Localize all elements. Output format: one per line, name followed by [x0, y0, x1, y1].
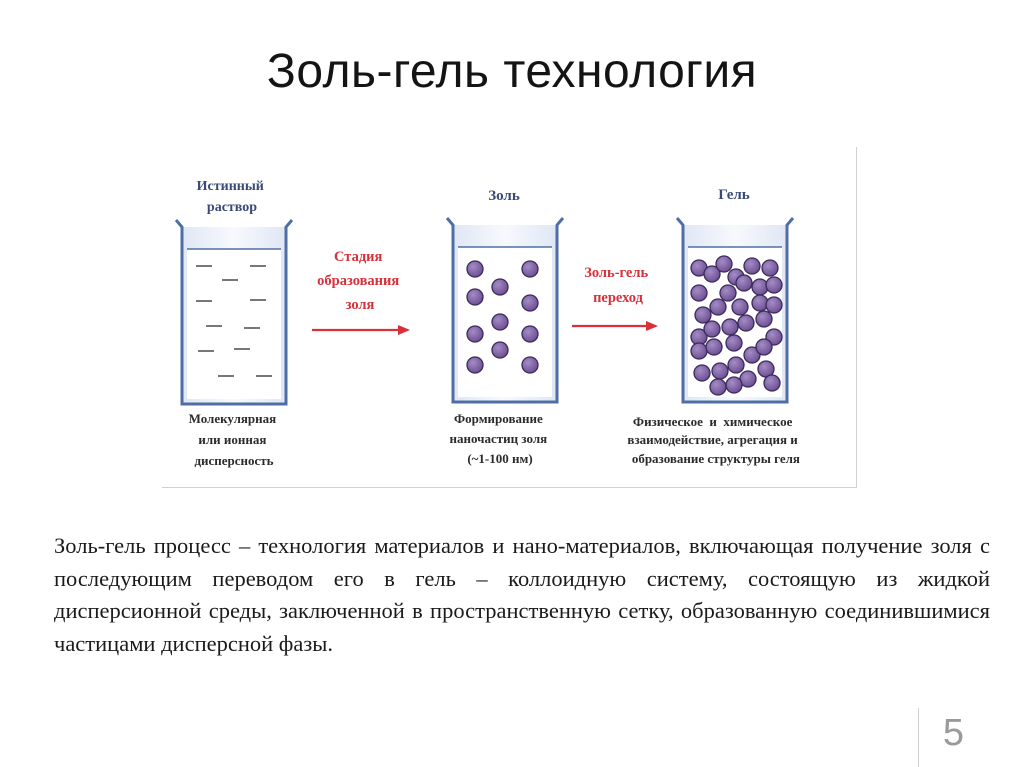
stage-title-sol: Золь — [488, 188, 520, 204]
beaker-true-solution — [174, 219, 294, 406]
sol-particles — [466, 260, 539, 374]
arrow-sol-gel-transition: Золь-гель переход — [572, 265, 658, 331]
slide-number: 5 — [942, 712, 964, 754]
stage-title-gel: Гель — [718, 187, 749, 203]
slide-number-divider — [918, 708, 919, 767]
description-paragraph: Золь-гель процесс – технология материало… — [54, 533, 990, 656]
gel-particle-network — [690, 255, 783, 396]
stage-title-true-solution: Истинный раствор — [197, 179, 268, 215]
caption-sol: Формирование наночастиц золя (~1-100 нм) — [450, 411, 551, 466]
slide-title: Золь-гель технология — [266, 45, 758, 98]
caption-true-solution: Молекулярная или ионная дисперсность — [189, 411, 280, 468]
molecule-dashes — [196, 265, 272, 377]
sol-gel-diagram: Истинный раствор Золь Гель — [162, 147, 857, 488]
caption-gel: Физическое и химическое взаимодействие, … — [162, 147, 821, 466]
arrow-sol-formation: Стадия образования золя — [312, 249, 410, 335]
svg-text:Золь-гель переход: Золь-гель переход — [584, 265, 652, 306]
beaker-sol — [445, 217, 565, 404]
beaker-gel — [675, 217, 795, 404]
svg-text:Стадия образования: Стадия образования золя — [317, 249, 403, 313]
